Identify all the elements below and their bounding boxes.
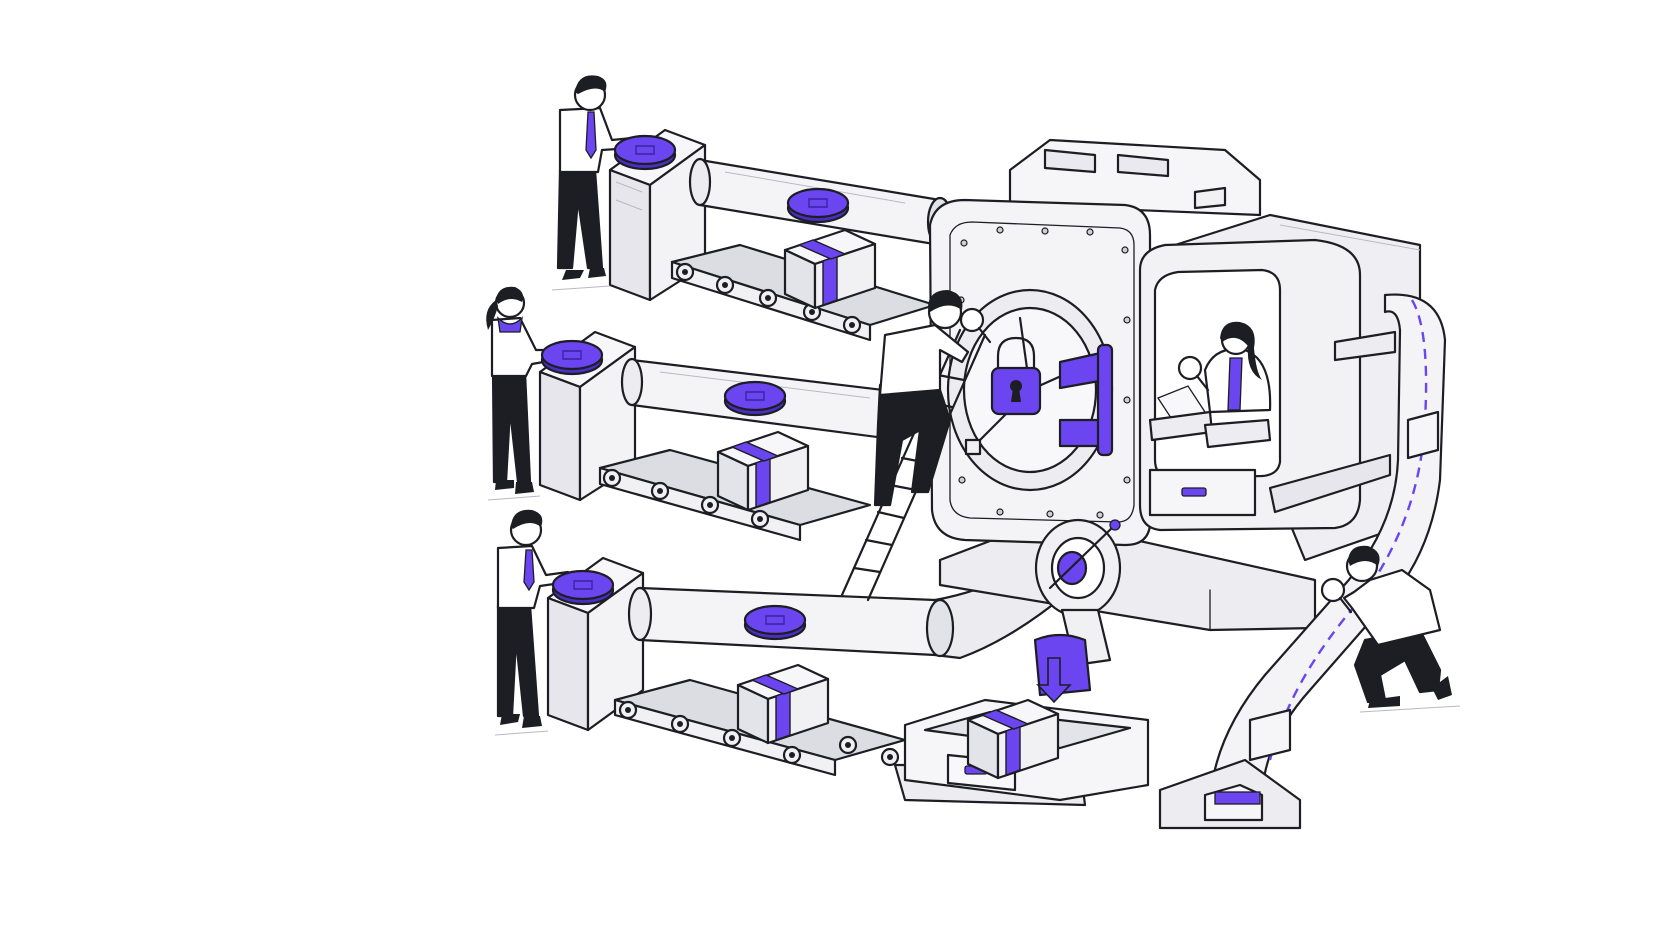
coin-icon: [540, 339, 604, 376]
package-icon: [1203, 783, 1264, 822]
operator-2: [486, 286, 604, 494]
vault-machine: [893, 138, 1422, 807]
collection-box: [893, 698, 1150, 807]
coin-tube-3: [627, 558, 1067, 660]
operator-1: [556, 75, 677, 280]
crouching-inspector: [1320, 545, 1452, 708]
conveyor-belt-1: [670, 228, 937, 342]
operator-3: [496, 509, 615, 728]
ground-hatching: [487, 285, 1461, 736]
coin-icon: [613, 134, 677, 171]
coin-icon: [743, 604, 807, 641]
booth-inspector: [1148, 321, 1272, 449]
conveyor-belt-3: [613, 663, 907, 777]
conveyor-line-3: [546, 556, 1067, 777]
coin-tube-2: [620, 357, 902, 442]
conveyor-line-1: [608, 128, 954, 342]
coin-icon: [551, 569, 615, 606]
coin-icon: [723, 380, 787, 417]
coin-tube-1: [688, 157, 954, 248]
padlock-icon: [990, 336, 1042, 416]
conveyor-belt-2: [598, 430, 872, 542]
down-arrow-icon: [1036, 657, 1072, 704]
valve-wheel-icon: [1034, 518, 1122, 618]
output-chute: [1033, 608, 1112, 704]
coin-icon: [786, 187, 850, 224]
inspector-on-ladder: [873, 290, 992, 507]
output-ramp: [1158, 293, 1447, 830]
